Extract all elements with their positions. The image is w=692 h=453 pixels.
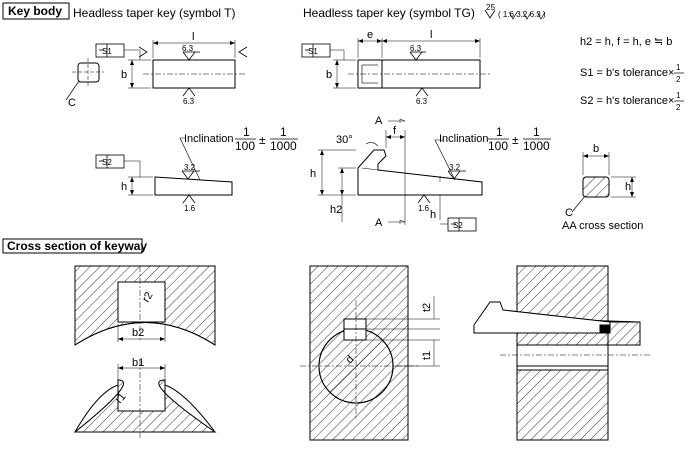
symbol-tg-mark-top: 6.3	[410, 44, 422, 53]
formula-s1-num: 1	[676, 63, 681, 72]
key-body-header: Key body	[2, 2, 70, 20]
inclination-tg-n2: 1	[533, 125, 540, 139]
symbol-tg-angle: 30°	[336, 134, 353, 146]
symbol-t-side-s2: S2	[102, 158, 112, 167]
mark-25: 25	[486, 3, 495, 12]
symbol-t-side-view	[95, 137, 233, 204]
symbol-tg-e-label: e	[367, 29, 373, 41]
key-body-title: Key body	[8, 4, 62, 18]
symbol-t-mark-top: 6.3	[182, 44, 194, 53]
shaft-b1-label: b1	[132, 357, 144, 369]
symbol-t-l-label: l	[192, 31, 194, 43]
keyway-hub	[74, 265, 216, 346]
symbol-tg-side-view	[318, 118, 483, 232]
aa-h-label: h	[625, 181, 631, 193]
inclination-t-n2: 1	[280, 125, 287, 139]
inclination-t-n1: 1	[243, 125, 250, 139]
inclination-tg-label: Inclination	[439, 133, 489, 145]
aa-b-label: b	[593, 143, 599, 155]
inclination-tg-d1: 100	[488, 139, 508, 153]
formula-s1-den: 2	[676, 75, 681, 84]
mark-paren: ( 1.6 3.2 6.3 )	[498, 10, 546, 19]
symbol-t-side-mark-bottom: 1.6	[184, 204, 196, 213]
symbol-tg-f: f	[393, 125, 397, 137]
assembly-t1-label: t1	[421, 351, 433, 360]
assembly-t2-label: t2	[421, 303, 433, 312]
symbol-tg-side-mark-bottom: 1.6	[418, 204, 430, 213]
symbol-t-s1: S1	[102, 47, 112, 56]
symbol-tg-mark-bottom: 6.3	[416, 97, 428, 106]
inclination-t-d1: 100	[235, 139, 255, 153]
aa-c-label: C	[565, 207, 573, 219]
symbol-t-side-mark-top: 3.2	[184, 163, 196, 172]
symbol-tg-h: h	[310, 168, 316, 180]
inclination-t: Inclination 1 100 ± 1 1000	[184, 125, 298, 153]
formula-s1: S1 = b's tolerance×	[580, 67, 674, 79]
symbol-tg-s2: S2	[453, 221, 463, 230]
inclination-t-d2: 1000	[270, 139, 297, 153]
inclination-tg-pm: ±	[512, 133, 519, 147]
tg-surface-marks: 25 ( 1.6 3.2 6.3 )	[484, 3, 546, 20]
keyway-assembly	[300, 265, 440, 441]
aa-cross-section-label: AA cross section	[562, 220, 643, 232]
symbol-t-key	[65, 40, 248, 101]
symbol-tg-side-mark-top: 3.2	[449, 163, 461, 172]
symbol-t-mark-bottom: 6.3	[183, 97, 195, 106]
symbol-tg-s1: S1	[308, 47, 318, 56]
formula-s2-den: 2	[676, 103, 681, 112]
formula-s2: S2 = h's tolerance×	[580, 95, 674, 107]
inclination-tg-d2: 1000	[523, 139, 550, 153]
symbol-t-b-label: b	[121, 69, 127, 81]
symbol-tg-b-label: b	[326, 69, 332, 81]
inclination-tg-n1: 1	[496, 125, 503, 139]
keyway-side-assembly	[473, 265, 650, 441]
section-a-top: A	[375, 115, 383, 127]
keyway-shaft	[73, 360, 217, 440]
symbol-tg-h-lower: h	[430, 209, 436, 221]
symbol-tg-l-label: l	[430, 29, 432, 41]
hub-b2-label: b2	[132, 327, 144, 339]
formula-s2-num: 1	[676, 91, 681, 100]
cross-section-title: Cross section of keyway	[7, 239, 147, 253]
aa-cross-section	[571, 152, 636, 213]
section-a-bottom: A	[375, 217, 383, 229]
symbol-t-side-h: h	[121, 181, 127, 193]
cross-section-header: Cross section of keyway	[2, 238, 147, 254]
symbol-tg-key	[301, 38, 492, 97]
heading-symbol-tg: Headless taper key (symbol TG)	[303, 6, 475, 20]
inclination-t-pm: ±	[259, 133, 266, 147]
heading-symbol-t: Headless taper key (symbol T)	[73, 6, 236, 20]
symbol-t-c-label: C	[68, 97, 76, 109]
symbol-tg-h2: h2	[330, 204, 342, 216]
inclination-t-label: Inclination	[184, 133, 234, 145]
inclination-tg: Inclination 1 100 ± 1 1000	[439, 125, 551, 153]
formula-h2: h2 = h, f = h, e ≒ b	[580, 36, 672, 48]
